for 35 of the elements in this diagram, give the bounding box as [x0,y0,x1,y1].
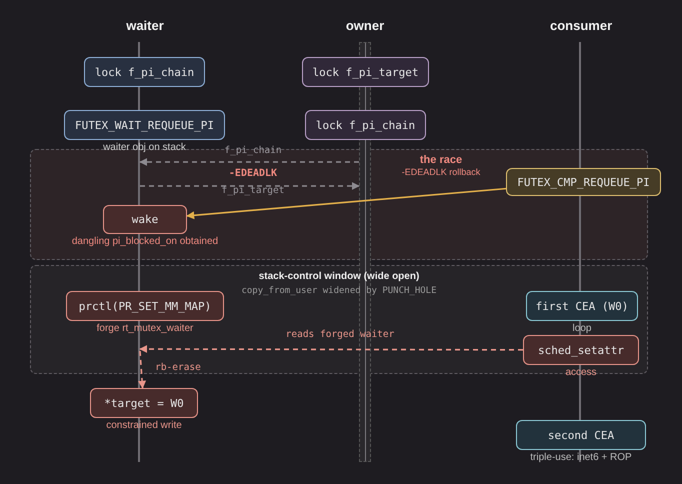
arrow [139,345,523,354]
band-subtitle: -EDEADLK rollback [400,167,482,177]
step-caption: dangling pi_blocked_on obtained [70,236,220,247]
lifeline-heading: waiter [115,18,175,36]
lifeline-heading: owner [335,18,395,36]
edge-label: reads forged waiter [284,329,396,340]
step-box: FUTEX_WAIT_REQUEUE_PI [64,110,225,140]
step-box: first CEA (W0) [526,291,638,321]
arrow [186,188,506,220]
step-box: wake [103,205,187,234]
band-title: the race [418,154,464,166]
arrow [139,158,359,166]
step-box: lock f_pi_target [302,57,429,87]
edge-label: rb-erase [154,362,202,373]
step-box: FUTEX_CMP_REQUEUE_PI [506,168,661,196]
edge-label: f_pi_chain [223,145,283,156]
step-box: prctl(PR_SET_MM_MAP) [66,291,224,321]
phase-band [30,265,648,374]
arrow [140,182,360,190]
arrow [138,350,146,389]
band-title: stack-control window (wide open) [258,271,420,282]
step-box: sched_setattr [523,335,639,365]
step-caption: constrained write [105,420,183,431]
step-box: lock f_pi_chain [84,57,205,87]
step-box: second CEA [516,420,646,450]
edge-label: f_pi_target [220,185,286,196]
step-caption: triple-use: inet6 + ROP [529,452,633,463]
step-box: *target = W0 [90,388,198,418]
step-caption: loop [572,323,592,334]
step-caption: forge rt_mutex_waiter [96,323,194,334]
return-code-label: -EDEADLK [228,168,278,179]
band-subtitle: copy_from_user widened by PUNCH_HOLE [240,286,438,296]
step-caption: access [564,367,598,378]
lifeline-heading: consumer [550,18,610,36]
step-box: lock f_pi_chain [305,110,426,140]
